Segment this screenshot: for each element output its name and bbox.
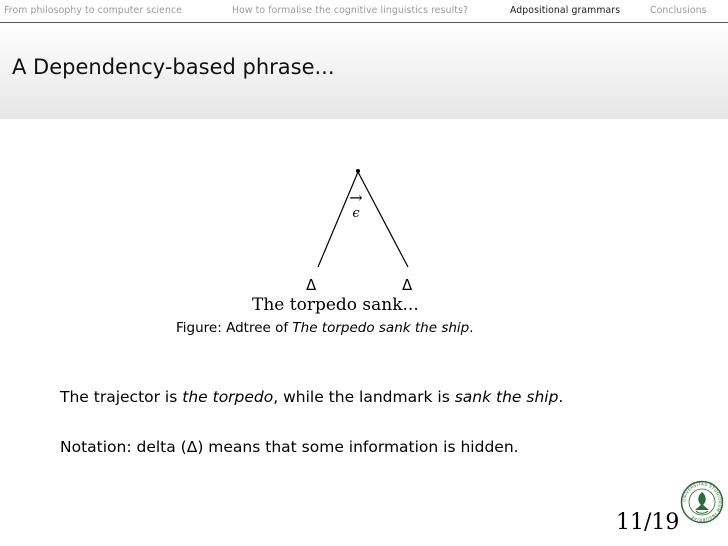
para1-italic-1: the torpedo: [182, 388, 274, 406]
adtree-leaf-text: The torpedo sank...: [252, 295, 419, 315]
nav-divider: [0, 22, 728, 23]
para1-text-3: .: [558, 388, 564, 406]
paragraph-notation: Notation: delta (Δ) means that some info…: [60, 438, 519, 456]
title-band: [0, 23, 728, 119]
para1-text-2: , while the landmark is: [273, 388, 455, 406]
caption-italic: The torpedo sank the ship: [292, 320, 470, 336]
adtree-epsilon-label: ϵ: [352, 206, 360, 221]
para1-italic-2: sank the ship: [454, 388, 559, 406]
nav-item-conclusions[interactable]: Conclusions: [650, 5, 707, 16]
page-number: 11/19: [616, 510, 680, 535]
caption-label: Figure:: [176, 320, 222, 336]
adtree-left-branch: [317, 171, 359, 268]
top-navigation: From philosophy to computer science How …: [0, 0, 728, 22]
frame-title: A Dependency-based phrase...: [12, 55, 335, 79]
adtree-right-delta: Δ: [402, 276, 413, 294]
adtree-arrow-label: →: [349, 188, 363, 207]
nav-item-formalise[interactable]: How to formalise the cognitive linguisti…: [232, 5, 468, 16]
caption-text: Adtree of: [226, 320, 289, 336]
figure-caption: Figure: Adtree of The torpedo sank the s…: [176, 320, 474, 336]
adtree-left-delta: Δ: [306, 276, 317, 294]
nav-item-adpositional-grammars[interactable]: Adpositional grammars: [510, 5, 621, 16]
para1-text-1: The trajector is: [60, 388, 183, 406]
paragraph-trajector: The trajector is the torpedo, while the …: [60, 388, 563, 406]
adtree-right-branch: [357, 171, 409, 268]
caption-end: .: [469, 320, 474, 336]
university-seal-icon: UNIVERSITAS STUDIORUM INSUBRIAE: [680, 480, 724, 524]
nav-item-philosophy[interactable]: From philosophy to computer science: [4, 5, 182, 16]
adtree-root-node: [356, 169, 360, 173]
